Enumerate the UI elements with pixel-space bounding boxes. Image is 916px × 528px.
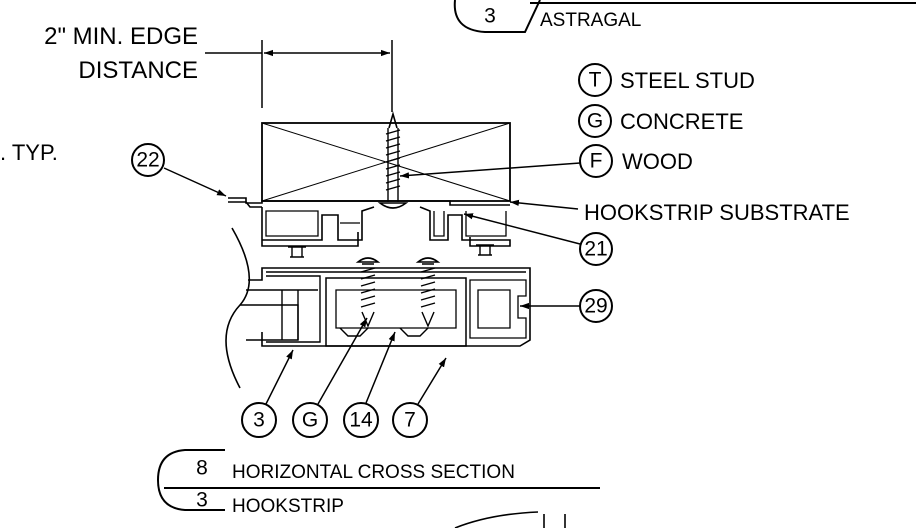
legend-bubble-steel-stud: [578, 63, 612, 97]
frame-outline: [248, 267, 531, 347]
legend-text-steel-stud: STEEL STUD: [620, 68, 755, 93]
legend-bubble-concrete: [578, 104, 612, 138]
hookstrip-substrate-label: HOOKSTRIP SUBSTRATE: [584, 200, 850, 225]
frame-inner-lines: [240, 271, 526, 343]
legend-text-wood: WOOD: [622, 149, 693, 174]
legend-code-steel-stud: T: [589, 69, 602, 92]
hookstrip-top-flange: [228, 197, 510, 206]
next-detail-arc: [454, 511, 539, 528]
section-title-block: 8 3 HORIZONTAL CROSS SECTION HOOKSTRIP: [156, 449, 600, 517]
edge-distance-dimension: 2" MIN. EDGE DISTANCE: [44, 23, 393, 112]
section-title-subtitle: HOOKSTRIP: [232, 496, 344, 517]
bottom-callouts: 3 G 14 7: [241, 317, 447, 438]
anchor-head-right: [415, 257, 441, 263]
setscrew-right: [476, 244, 494, 256]
substrate-leader: [509, 199, 579, 210]
hookstrip-lip-22: [228, 201, 262, 208]
anchor-shank-right: [420, 263, 436, 328]
frame-bottom-ribs: [339, 327, 429, 337]
hookstrip-chamber-left: [265, 210, 319, 237]
section-title-sheet: 3: [196, 489, 208, 512]
callout-14-number: 14: [349, 409, 373, 432]
callout-7-number: 7: [404, 409, 416, 432]
legend-code-wood: F: [590, 150, 603, 173]
callout-22: 22: [131, 143, 227, 197]
astragal-title-number: 3: [484, 5, 496, 28]
callout-7-bubble: [392, 402, 428, 438]
anchor-head-left: [355, 257, 381, 263]
callout-22-leader: [163, 167, 227, 197]
door-frame-section: [225, 227, 531, 389]
astragal-title: 3 ASTRAGAL: [453, 0, 916, 33]
callout-22-bubble: [131, 143, 165, 177]
frame-end-cap-inner: [477, 289, 511, 329]
callout-21-bubble: [579, 232, 613, 266]
hookstrip-chamber-right: [433, 211, 507, 237]
typ-note: . TYP.: [0, 140, 58, 165]
setscrew-left: [288, 246, 306, 258]
callout-22-number: 22: [136, 149, 159, 172]
callout-3-bubble: [241, 402, 277, 438]
frame-chamber-outline: [325, 277, 467, 347]
callout-21: 21: [463, 213, 613, 266]
callout-concrete-leader: [317, 317, 368, 405]
callout-7-leader: [417, 357, 447, 405]
frame-leaf-edge: [246, 289, 318, 340]
legend-text-concrete: CONCRETE: [620, 109, 743, 134]
section-title-number: 8: [196, 457, 208, 480]
break-line: [225, 227, 251, 389]
astragal-title-text: ASTRAGAL: [540, 10, 641, 31]
section-title-bubble: [156, 449, 225, 511]
callout-21-number: 21: [584, 238, 607, 261]
screw-tip: [388, 111, 398, 129]
wood-screw: [377, 111, 409, 209]
concrete-anchors: [355, 257, 441, 328]
material-legend: T STEEL STUD G CONCRETE F WOOD: [399, 63, 755, 179]
callout-14-bubble: [343, 402, 379, 438]
callout-14-leader: [365, 331, 396, 404]
screw-head: [377, 202, 409, 209]
legend-bubble-wood: [579, 144, 613, 178]
hookstrip-extrusion: [228, 197, 511, 258]
astragal-title-bubble: [453, 0, 541, 33]
frame-chamber-inner: [335, 289, 457, 329]
edge-distance-line2: DISTANCE: [78, 57, 198, 84]
section-title-text: HORIZONTAL CROSS SECTION: [232, 462, 515, 483]
callout-21-leader: [463, 213, 581, 245]
callout-3-leader: [265, 349, 294, 405]
callout-concrete-bubble: [292, 402, 328, 438]
screw-threads: [385, 129, 401, 191]
wood-leader: [399, 162, 581, 179]
hookstrip-profile: [261, 206, 511, 247]
callout-29-number: 29: [584, 295, 607, 318]
anchor-shank-left: [360, 263, 376, 328]
callout-29: 29: [520, 289, 613, 323]
frame-end-cap-29: [469, 279, 527, 339]
callout-concrete-code: G: [302, 409, 318, 432]
legend-code-concrete: G: [587, 110, 603, 133]
edge-distance-line1: 2" MIN. EDGE: [44, 23, 198, 50]
callout-3-number: 3: [253, 409, 265, 432]
